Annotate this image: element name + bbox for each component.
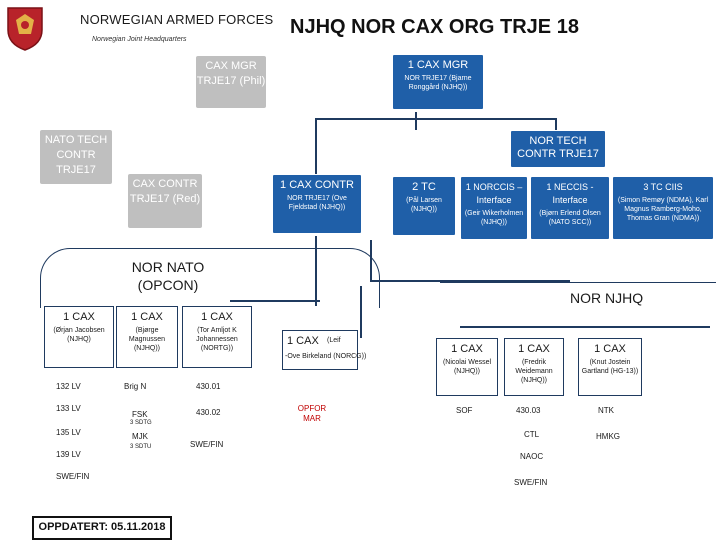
norccis-detail: (Geir Wikerholmen (NJHQ)) bbox=[464, 210, 524, 226]
cax-detail: (Ørjan Jacobsen (NJHQ) bbox=[53, 327, 105, 343]
cax-detail: (Tor Amljot K Johannessen (NORTG)) bbox=[196, 327, 238, 352]
nor-njhq-frame bbox=[440, 282, 716, 306]
cax-mgr-box: 1 CAX MGR NOR TRJE17 (Bjarne Ronggård (N… bbox=[392, 54, 484, 110]
connector-line bbox=[315, 118, 317, 174]
connector-line bbox=[460, 326, 710, 328]
unit-label: SOF bbox=[456, 406, 473, 415]
unit-label: CTL bbox=[524, 430, 540, 439]
updated-stamp: OPPDATERT: 05.11.2018 bbox=[32, 516, 172, 540]
cax-title: 1 CAX bbox=[518, 343, 550, 355]
njhq-cax-3: 1 CAX (Knut Jostein Gartland (HG-13)) bbox=[578, 338, 642, 396]
njhq-cax-1: 1 CAX (Nicolai Wessel (NJHQ)) bbox=[436, 338, 498, 396]
cax-mgr-detail: NOR TRJE17 (Bjarne Ronggård (NJHQ)) bbox=[404, 75, 472, 91]
unit-label: NAOC bbox=[520, 452, 544, 461]
unit-label: 3 SDTG bbox=[130, 420, 152, 426]
tc2-box: 2 TC (Pål Larsen (NJHQ)) bbox=[392, 176, 456, 236]
nor-njhq-label: NOR NJHQ bbox=[570, 290, 644, 306]
unit-label: 133 LV bbox=[56, 404, 81, 413]
unit-label: SWE/FIN bbox=[56, 472, 90, 481]
cax-title: 1 CAX bbox=[201, 311, 233, 323]
unit-label: 430.02 bbox=[196, 408, 221, 417]
mid-cax-box: 1 CAX (Leif -Ove Birkeland (NORCG)) bbox=[282, 330, 366, 370]
nor-nato-frame bbox=[40, 248, 380, 308]
tc3-detail: (Simon Remøy (NDMA), Karl Magnus Ramberg… bbox=[617, 197, 709, 222]
unit-label: MJK bbox=[132, 432, 148, 441]
connector-line bbox=[370, 280, 570, 282]
neccis-box: 1 NECCIS - Interface (Bjørn Erlend Olsen… bbox=[530, 176, 610, 240]
cax-contr-detail: NOR TRJE17 (Ove Fjeldstad (NJHQ)) bbox=[287, 195, 347, 211]
neccis-detail: (Bjørn Erlend Olsen (NATO SCC)) bbox=[539, 210, 601, 226]
unit-label: 430.03 bbox=[516, 406, 541, 415]
connector-line bbox=[315, 236, 317, 306]
nor-tech-contr-box: NOR TECH CONTR TRJE17 bbox=[510, 130, 606, 168]
connector-line bbox=[415, 112, 417, 130]
unit-label: 132 LV bbox=[56, 382, 81, 391]
norccis-box: 1 NORCCIS – Interface (Geir Wikerholmen … bbox=[460, 176, 528, 240]
unit-label: 135 LV bbox=[56, 428, 81, 437]
unit-label: 430.01 bbox=[196, 382, 221, 391]
neccis-title: 1 NECCIS - Interface bbox=[546, 182, 594, 205]
nor-nato-cax-3: 1 CAX (Tor Amljot K Johannessen (NORTG)) bbox=[182, 306, 252, 368]
cax-contr-trje17-box: CAX CONTR TRJE17 (Red) bbox=[128, 174, 202, 228]
unit-label: 139 LV bbox=[56, 450, 81, 459]
mid-cax-title: 1 CAX bbox=[287, 335, 319, 347]
unit-label: FSK bbox=[132, 410, 148, 419]
tc2-detail: (Pål Larsen (NJHQ)) bbox=[406, 197, 442, 213]
unit-label: SWE/FIN bbox=[514, 478, 548, 487]
tc3-ciis-box: 3 TC CIIS (Simon Remøy (NDMA), Karl Magn… bbox=[612, 176, 714, 240]
armed-forces-crest-icon bbox=[4, 4, 46, 52]
norccis-title: 1 NORCCIS – Interface bbox=[465, 182, 523, 205]
tc3-title: 3 TC CIIS bbox=[643, 182, 683, 192]
connector-line bbox=[555, 118, 557, 130]
cax-detail: (Fredrik Weidemann (NJHQ)) bbox=[515, 359, 553, 384]
connector-line bbox=[360, 286, 362, 338]
org-subtitle: Norwegian Joint Headquarters bbox=[92, 36, 187, 43]
unit-label: 3 SDTU bbox=[130, 444, 152, 450]
nor-nato-label: NOR NATO (OPCON) bbox=[131, 259, 205, 293]
njhq-cax-2: 1 CAX (Fredrik Weidemann (NJHQ)) bbox=[504, 338, 564, 396]
org-name: NORWEGIAN ARMED FORCES bbox=[80, 12, 274, 27]
mid-cax-name: (Leif bbox=[327, 337, 341, 344]
cax-contr-title: 1 CAX CONTR bbox=[280, 179, 354, 191]
unit-label: NTK bbox=[598, 406, 614, 415]
cax-mgr-trje17-box: CAX MGR TRJE17 (Phil) bbox=[196, 56, 266, 108]
connector-line bbox=[315, 118, 557, 120]
cax-mgr-title: 1 CAX MGR bbox=[407, 59, 469, 71]
unit-label: HMKG bbox=[596, 432, 620, 441]
page-title: NJHQ NOR CAX ORG TRJE 18 bbox=[290, 16, 579, 38]
tc2-title: 2 TC bbox=[412, 181, 436, 193]
cax-title: 1 CAX bbox=[63, 311, 95, 323]
nor-tech-contr-title: NOR TECH CONTR TRJE17 bbox=[517, 135, 599, 160]
cax-title: 1 CAX bbox=[131, 311, 163, 323]
cax-title: 1 CAX bbox=[451, 343, 483, 355]
cax-detail: (Bjørge Magnussen (NJHQ)) bbox=[128, 327, 166, 352]
cax-detail: (Knut Jostein Gartland (HG-13)) bbox=[581, 359, 639, 375]
nor-nato-cax-1: 1 CAX (Ørjan Jacobsen (NJHQ) bbox=[44, 306, 114, 368]
nor-nato-cax-2: 1 CAX (Bjørge Magnussen (NJHQ)) bbox=[116, 306, 178, 368]
unit-label: Brig N bbox=[124, 382, 147, 391]
cax-detail: (Nicolai Wessel (NJHQ)) bbox=[442, 359, 492, 375]
connector-line bbox=[230, 300, 320, 302]
mid-cax-detail: -Ove Birkeland (NORCG)) bbox=[285, 353, 367, 360]
cax-contr-box: 1 CAX CONTR NOR TRJE17 (Ove Fjeldstad (N… bbox=[272, 174, 362, 234]
opfor-mar-label: OPFOR MAR bbox=[297, 404, 327, 423]
unit-label: SWE/FIN bbox=[190, 440, 224, 449]
cax-title: 1 CAX bbox=[594, 343, 626, 355]
nato-tech-contr-box: NATO TECH CONTR TRJE17 bbox=[40, 130, 112, 184]
